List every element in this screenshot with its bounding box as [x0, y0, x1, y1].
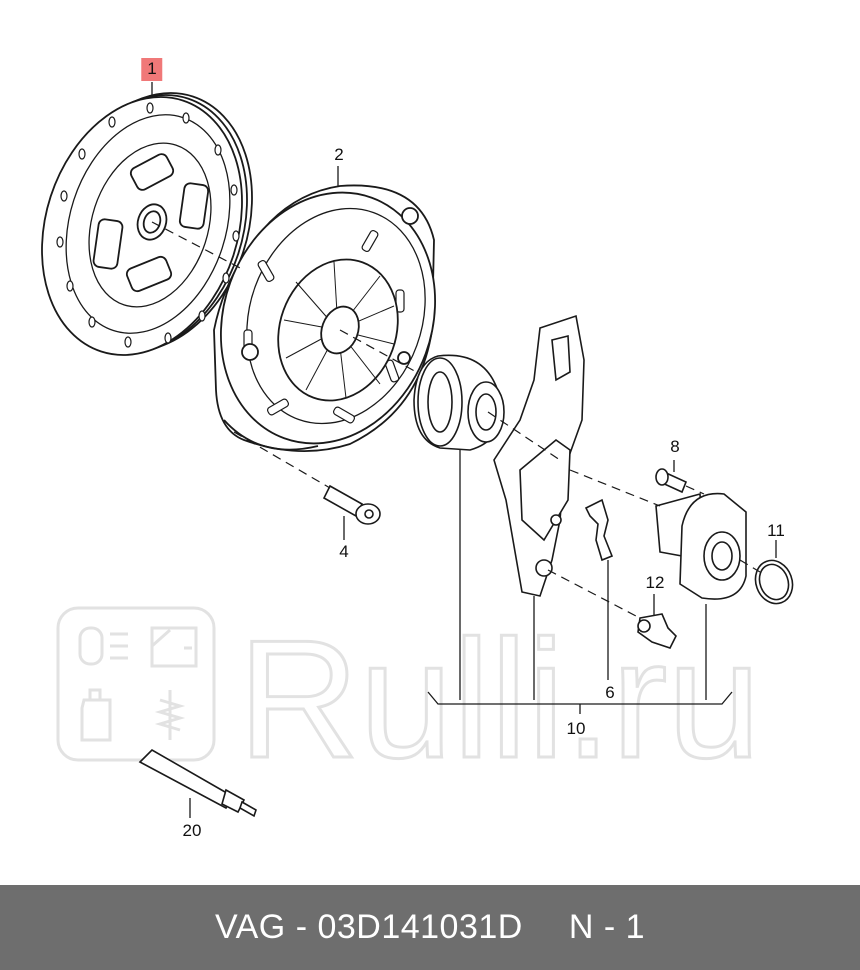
callout-2: 2 [334, 145, 344, 164]
release-bearing [413, 354, 505, 451]
car-door-icon [150, 626, 198, 668]
callout-6: 6 [605, 683, 615, 702]
oil-can-icon [80, 688, 112, 742]
callout-1: 1 [141, 58, 163, 81]
position-label: N - 1 [568, 908, 646, 946]
callout-4: 4 [339, 542, 349, 561]
engine-icon [78, 626, 128, 666]
callout-11: 11 [767, 521, 785, 540]
watermark-text: Rulli.ru [238, 605, 761, 793]
bolt [322, 484, 381, 525]
assembly-axis-lines [151, 221, 761, 617]
disc-rivets [56, 102, 240, 348]
damper-springs [92, 153, 210, 293]
guide-sleeve [655, 492, 747, 600]
callout-20: 20 [182, 821, 202, 840]
part-number: VAG - 03D141031D [214, 908, 523, 946]
grease-tube [138, 749, 257, 818]
exploded-parts-diagram: Rulli.ru [41, 58, 794, 840]
pressure-plate-slots [243, 229, 405, 424]
release-fork [493, 314, 585, 597]
clutch-disc [41, 92, 253, 356]
callout-10: 10 [566, 719, 586, 738]
o-ring [754, 559, 794, 605]
watermark-logo [56, 606, 216, 762]
leader-lines [151, 82, 777, 818]
spring-clip [584, 498, 614, 562]
shock-absorber-icon [154, 690, 186, 740]
callout-12: 12 [645, 573, 665, 592]
stud-bolt [637, 613, 677, 649]
pressure-plate [213, 184, 436, 453]
callout-8: 8 [670, 437, 680, 456]
guide-bolt [655, 468, 688, 494]
part-number-footer: VAG - 03D141031D N - 1 [0, 885, 860, 970]
